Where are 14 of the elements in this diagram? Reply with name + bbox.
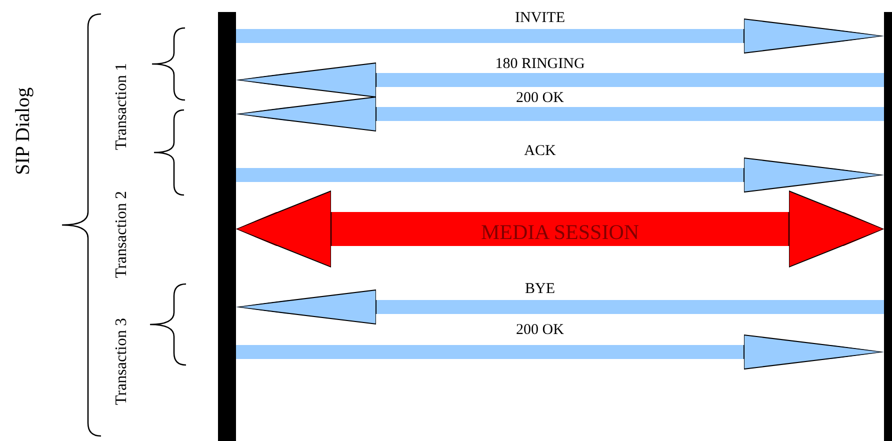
double-arrow	[236, 190, 884, 268]
edge-label: ACK	[524, 143, 556, 159]
edge-label: 200 OK	[516, 322, 564, 338]
dialog-label: SIP Dialog	[14, 87, 32, 175]
transaction-label: Transaction 1	[113, 63, 131, 150]
edge-label: 180 RINGING	[495, 56, 585, 72]
edge-label: MEDIA SESSION	[480, 221, 640, 243]
edge-label: 200 OK	[516, 90, 564, 106]
lifeline-bar	[884, 12, 892, 441]
transaction-label: Transaction 3	[113, 318, 131, 405]
edge-label: INVITE	[515, 10, 565, 26]
edge-label: BYE	[525, 281, 555, 297]
transaction-label: Transaction 2	[113, 191, 131, 278]
lifeline-bar	[218, 12, 236, 441]
